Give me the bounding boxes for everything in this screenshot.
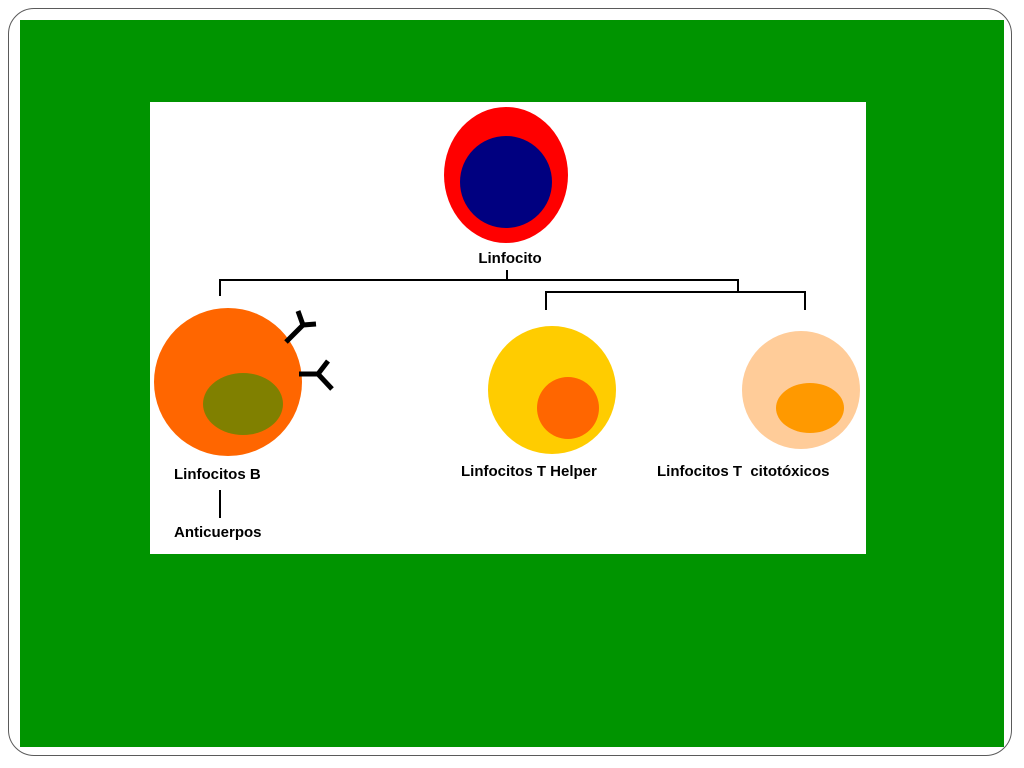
lymphocyte-diagram: Linfocito Linfocitos B [150, 102, 866, 554]
root-cell-label: Linfocito [478, 250, 541, 267]
root-cell-nucleus [460, 136, 552, 228]
antibody-icon [299, 359, 334, 391]
lymphocyte-diagram-svg: Linfocito Linfocitos B [154, 107, 860, 541]
t-citotoxicos-cell [742, 331, 860, 449]
antibody-icon [284, 310, 317, 344]
hierarchy-connectors [219, 270, 806, 518]
t-helper-cell-nucleus [537, 377, 599, 439]
t-helper-cell [488, 326, 616, 454]
t-citotoxicos-cell-label: Linfocitos T citotóxicos [657, 463, 830, 480]
t-helper-cell-label: Linfocitos T Helper [461, 463, 597, 480]
antibodies-label: Anticuerpos [174, 524, 262, 541]
b-cell [154, 308, 302, 456]
b-cell-nucleus [203, 373, 283, 435]
b-cell-label: Linfocitos B [174, 466, 261, 483]
root-cell [444, 107, 568, 243]
t-citotoxicos-cell-nucleus [776, 383, 844, 433]
